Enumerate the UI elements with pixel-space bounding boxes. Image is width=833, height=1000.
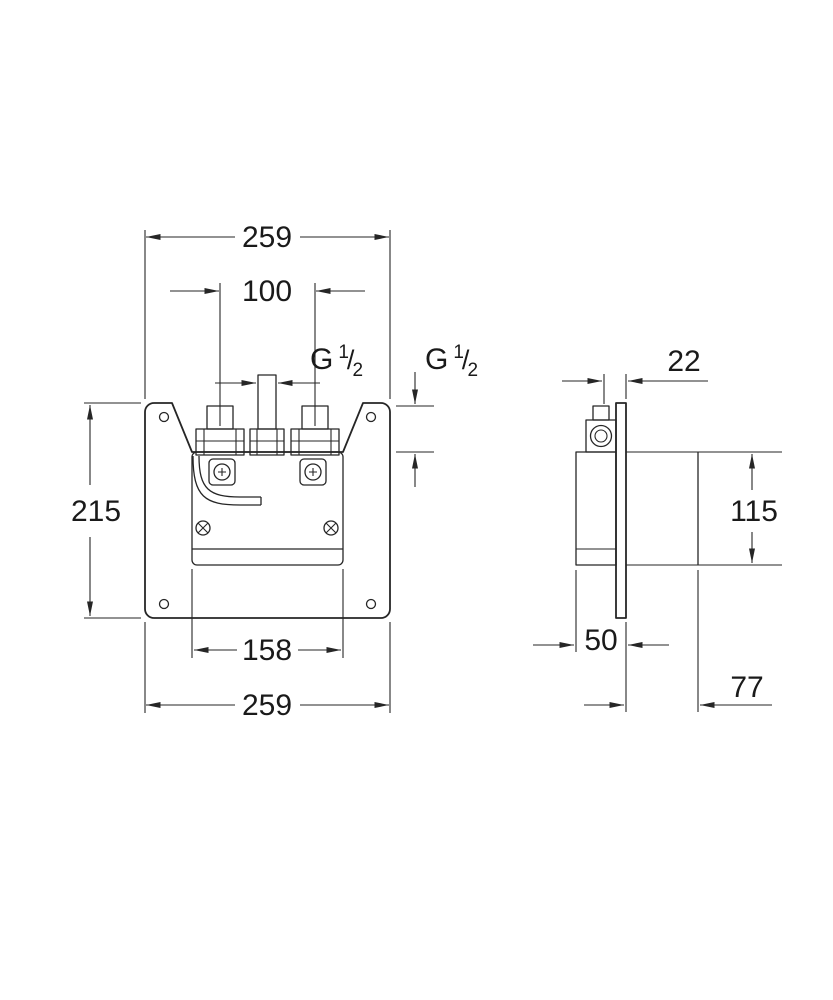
pipe-socket-outer (589, 424, 613, 448)
dim-label-overall-width-top: 259 (242, 221, 292, 254)
dim-overall-height: 215 (71, 402, 141, 619)
front-view (144, 374, 391, 619)
extension-lines (603, 374, 627, 404)
rough-in-body (191, 451, 344, 566)
dim-label-body-height: 115 (730, 495, 778, 528)
fixing-screw-left-cross (197, 522, 209, 534)
dim-port-spacing: 100 (170, 275, 365, 426)
mounting-boss-left (208, 458, 236, 486)
connection-stub-side (592, 405, 610, 421)
dim-label-port-spacing: 100 (242, 275, 292, 308)
center-outlet-detail (250, 429, 284, 455)
rough-in-body-side (575, 451, 617, 566)
boss-circle-left (213, 463, 231, 481)
connection-stub-left-detail (196, 429, 244, 455)
dim-label-recess-depth: 50 (584, 624, 617, 657)
boss-cross-right (309, 468, 317, 476)
screw-hole (158, 411, 170, 423)
side-view (575, 402, 699, 619)
fixing-screw-right-cross (325, 522, 337, 534)
extension-lines (575, 570, 627, 712)
center-outlet-pipe (257, 374, 277, 430)
dim-body-height: 115 (626, 451, 782, 566)
reference-lines (396, 405, 434, 453)
screw-hole (158, 598, 170, 610)
dim-label-body-width: 158 (242, 634, 292, 667)
pipe-socket-inner (594, 429, 608, 443)
mounting-boss-right (299, 458, 327, 486)
dim-label-overall-height: 215 (71, 495, 121, 528)
dim-overall-width-bottom: 259 (144, 622, 391, 722)
wall-plate-side (615, 402, 627, 619)
extension-lines (191, 569, 344, 658)
dim-label-wall-offset: 22 (667, 345, 700, 378)
extension-lines (84, 402, 141, 619)
center-outlet-block (249, 428, 285, 456)
fixing-screw-right (323, 520, 339, 536)
screw-hole (365, 598, 377, 610)
boss-circle-right (304, 463, 322, 481)
dim-body-width: 158 (191, 569, 344, 667)
mounting-plate-outline (144, 402, 391, 619)
extension-lines (144, 622, 391, 713)
dim-label-overall-width-bottom: 259 (242, 689, 292, 722)
internal-pipe (192, 455, 262, 506)
extension-lines (144, 230, 391, 399)
extension-lines (219, 283, 316, 426)
dim-wall-offset: 22 (562, 345, 708, 404)
dim-total-depth: 77 (584, 570, 772, 712)
dim-label-total-depth: 77 (730, 671, 763, 704)
dim-overall-width-top: 259 (144, 221, 391, 399)
fixing-screw-left (195, 520, 211, 536)
boss-cross-left (218, 468, 226, 476)
extension-lines (626, 451, 782, 566)
dim-recess-depth: 50 (533, 570, 669, 712)
connection-stub-right-detail (291, 429, 339, 455)
screw-hole (365, 411, 377, 423)
